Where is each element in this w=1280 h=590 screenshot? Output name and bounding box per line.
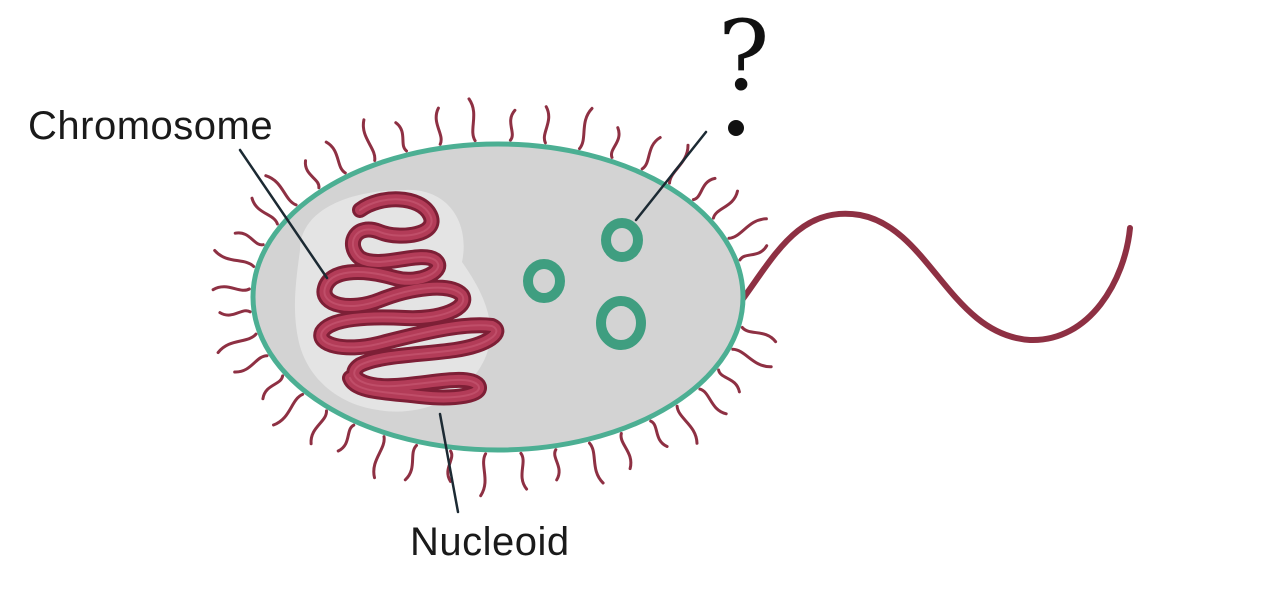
leader-lines [238, 130, 708, 514]
pilus [649, 419, 669, 448]
pilus [508, 108, 517, 142]
chromosome [313, 191, 505, 406]
pilus [309, 409, 329, 446]
nucleoid-label: Nucleoid [410, 520, 570, 564]
pilus [372, 435, 386, 480]
pilus [668, 143, 690, 185]
pilus [727, 217, 768, 240]
pilus [588, 441, 605, 485]
pilus [619, 432, 633, 471]
pilus [403, 443, 418, 482]
pilus [542, 105, 551, 145]
pilus [233, 231, 265, 247]
pilus [578, 106, 594, 151]
plasmid-ring [596, 296, 646, 350]
pilus [336, 423, 356, 453]
pilus [731, 347, 773, 369]
plasmids [523, 218, 646, 350]
pilus [519, 451, 529, 491]
plasmid-ring [523, 259, 565, 303]
pilus [303, 159, 321, 190]
chromosome-label: Chromosome [28, 104, 274, 148]
pilus [434, 106, 443, 146]
pilus [233, 354, 269, 374]
chromosome-highlight [320, 198, 498, 399]
pilus [324, 140, 347, 175]
flagellum [739, 210, 1133, 344]
pilus [640, 136, 662, 171]
pilus [467, 97, 477, 143]
pilus [609, 126, 621, 159]
pilus [479, 452, 488, 498]
pilus [394, 121, 408, 153]
pilus [264, 174, 298, 207]
nucleoid-leader-line [438, 412, 460, 514]
plasmid-leader-line [634, 130, 708, 222]
pilus [216, 332, 258, 355]
chromosome-leader-line [238, 148, 329, 280]
pilus [218, 309, 252, 317]
pilus [261, 374, 285, 401]
pilus [740, 326, 778, 344]
pilus [738, 244, 769, 262]
pilus [675, 404, 699, 445]
pilus [553, 448, 561, 482]
question-dot [728, 120, 744, 136]
pilus [272, 392, 305, 427]
pilus [698, 387, 728, 416]
question-mark-label: ? [718, 0, 770, 112]
pilus [711, 189, 739, 220]
pilus [717, 368, 741, 394]
pilus [361, 118, 377, 162]
pilus [691, 176, 717, 202]
pilus [250, 196, 279, 226]
pili [211, 97, 778, 498]
plasmid-ring [601, 218, 643, 262]
pilus [213, 249, 256, 268]
pilus [211, 285, 251, 292]
